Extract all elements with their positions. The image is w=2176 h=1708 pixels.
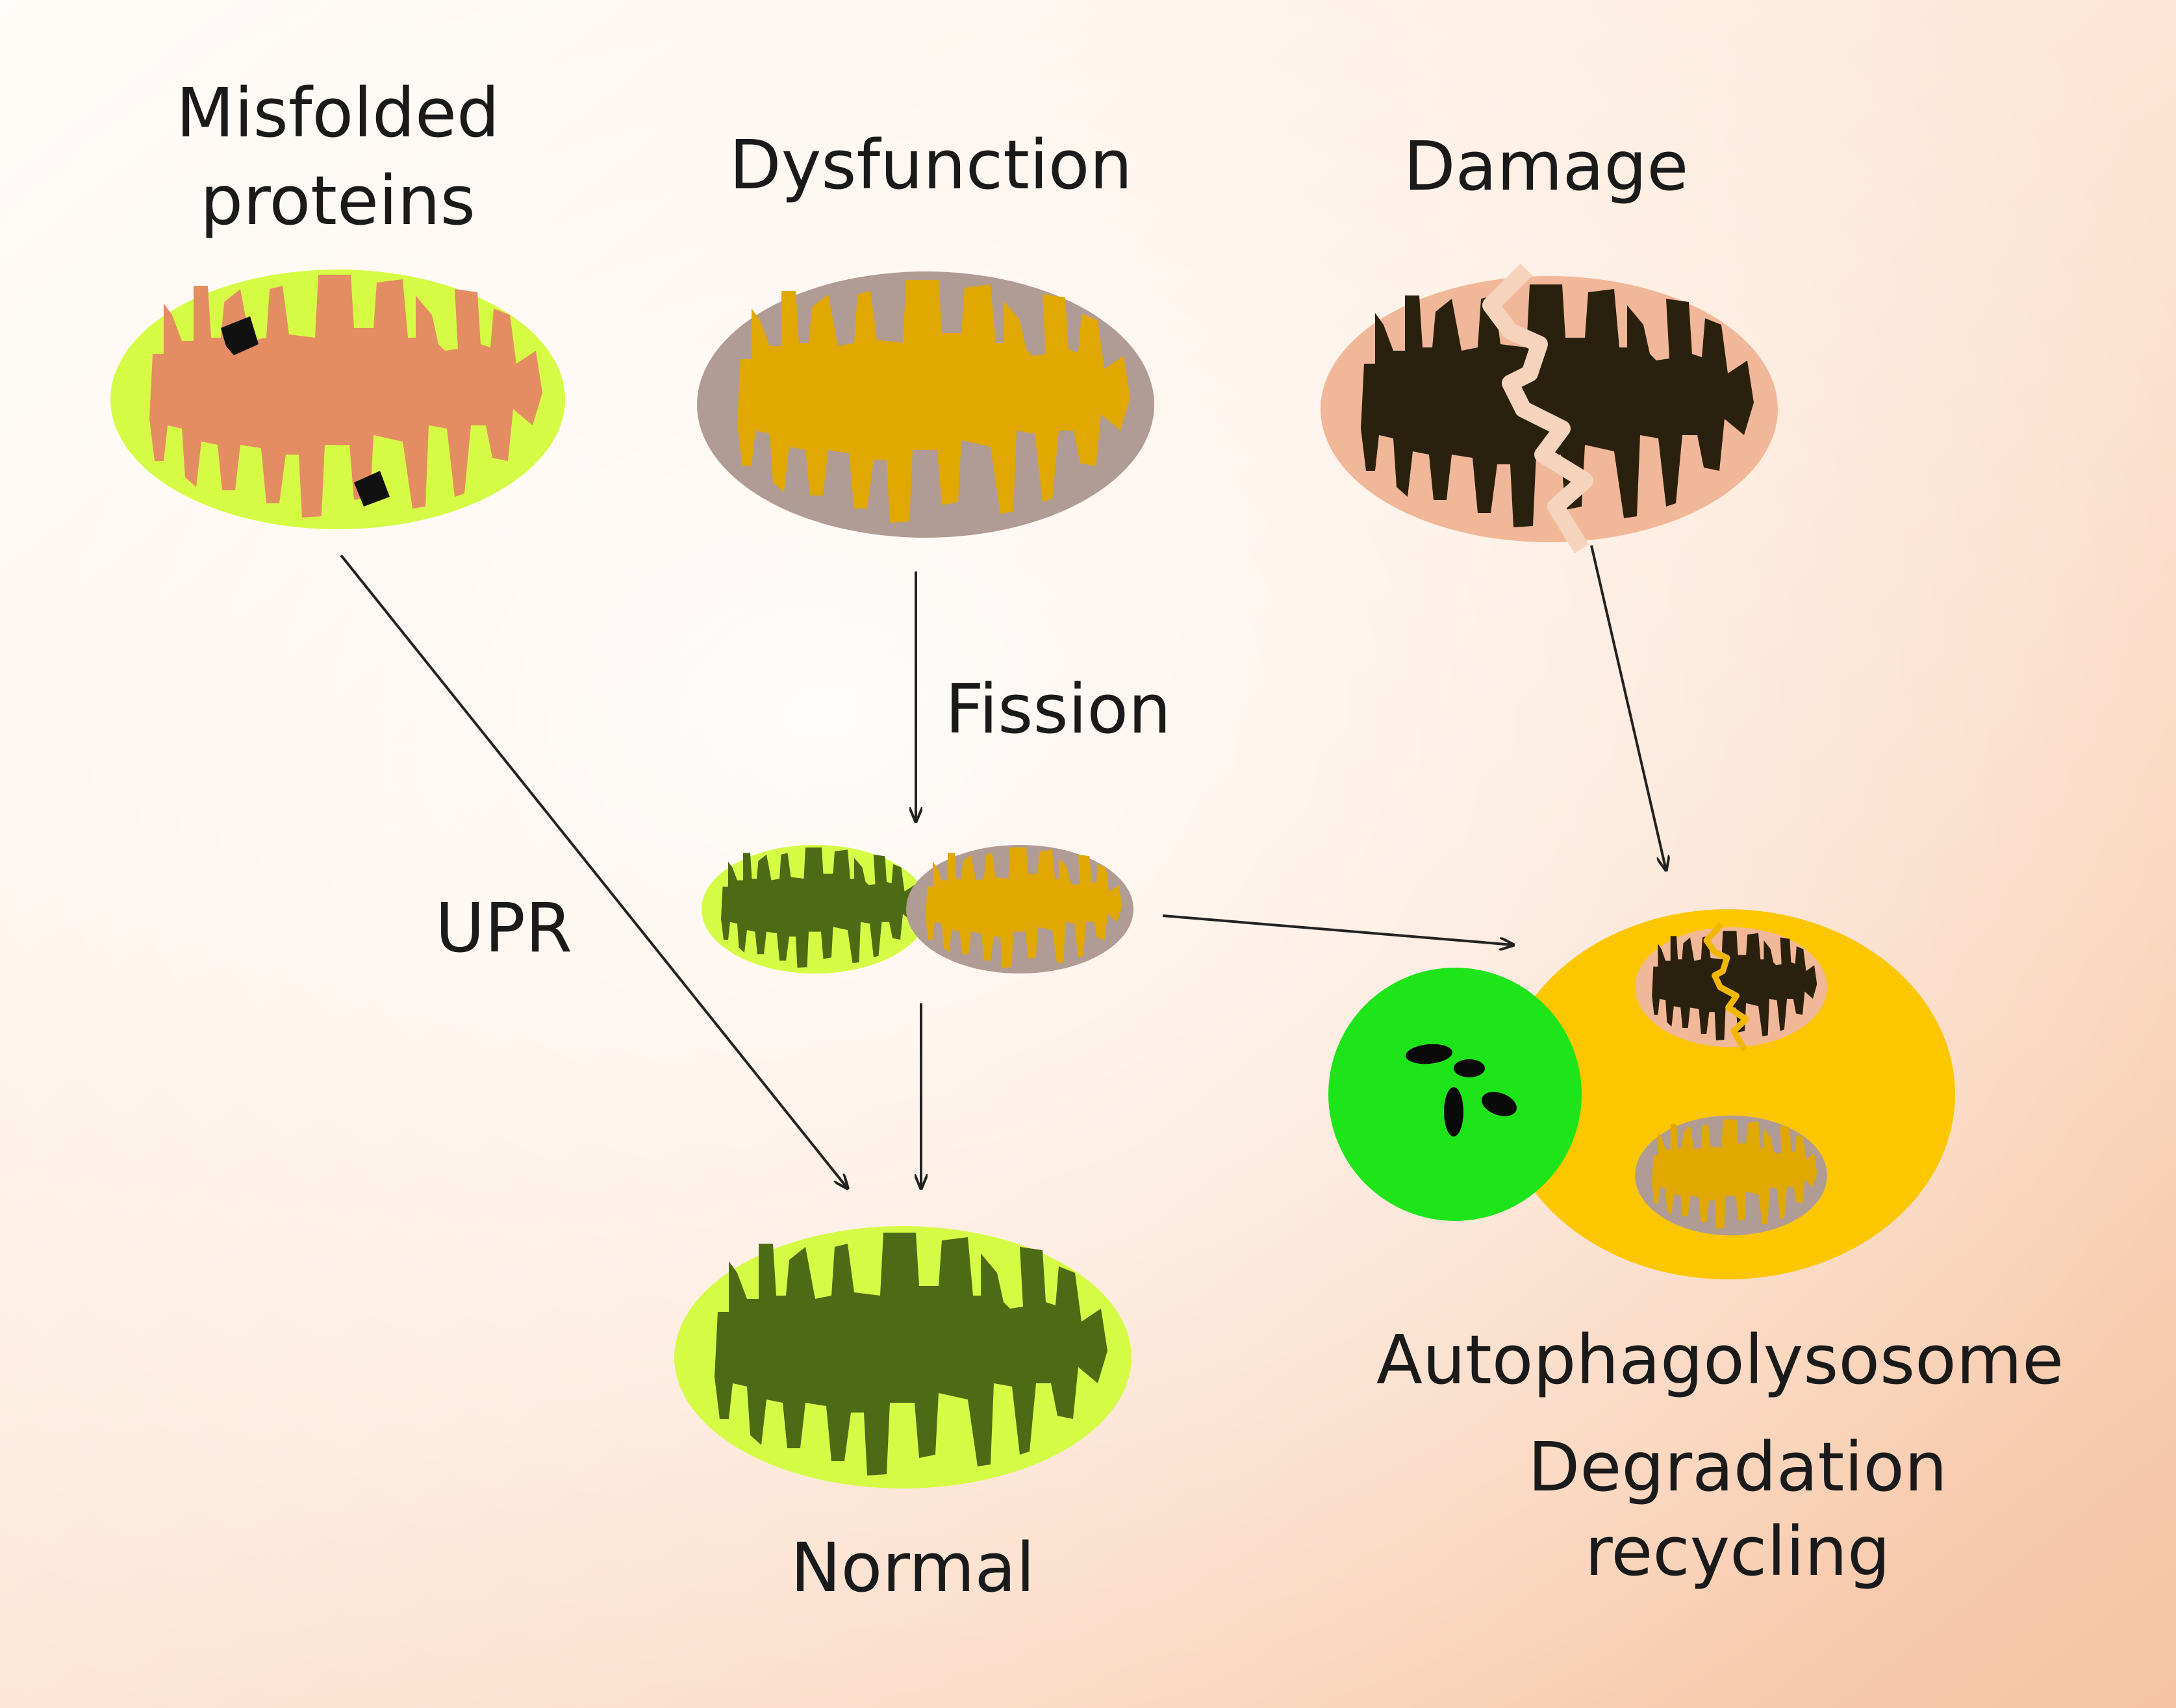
- normal-mitochondrion: [674, 1226, 1132, 1488]
- lysosome-enzyme-icon: [1454, 1059, 1485, 1077]
- label-misfolded-line1: Misfolded: [176, 73, 500, 153]
- lysosome-enzyme-icon: [1406, 1044, 1452, 1064]
- arrow-upr-to-normal: [340, 554, 848, 1188]
- engulfed-damaged-mitochondrion: [1635, 924, 1827, 1050]
- label-degradation-line1: Degradation: [1528, 1427, 1947, 1507]
- damaged-mitochondrion: [1321, 270, 1778, 549]
- autophagolysosome: [1328, 909, 1955, 1279]
- label-fission: Fission: [945, 670, 1171, 749]
- arrow-damage-to-autophagolysosome: [1590, 545, 1666, 870]
- label-dysfunction: Dysfunction: [729, 125, 1133, 205]
- label-autophagolysosome: Autophagolysosome: [1376, 1320, 2064, 1400]
- misfolded-protein-aggregate-icon: [354, 471, 390, 507]
- fission-dysfunctional-daughter: [906, 845, 1133, 973]
- misfolded-protein-aggregate-icon: [221, 316, 259, 355]
- label-upr: UPR: [435, 888, 572, 968]
- dysfunctional-mitochondrion: [697, 271, 1154, 538]
- arrow-fission-to-autophagolysosome: [1162, 914, 1513, 945]
- engulfed-dysfunctional-mitochondrion: [1635, 1115, 1827, 1236]
- lysosome-enzyme-icon: [1482, 1092, 1517, 1116]
- label-degradation-line2: recycling: [1585, 1512, 1890, 1591]
- label-misfolded-line2: proteins: [200, 161, 475, 240]
- autophagosome: [1500, 909, 1955, 1279]
- label-normal: Normal: [791, 1528, 1035, 1607]
- fission-healthy-daughter: [702, 845, 929, 973]
- misfolded-mitochondrion: [110, 270, 565, 529]
- label-damage: Damage: [1404, 127, 1689, 206]
- lysosome-enzyme-icon: [1444, 1087, 1463, 1137]
